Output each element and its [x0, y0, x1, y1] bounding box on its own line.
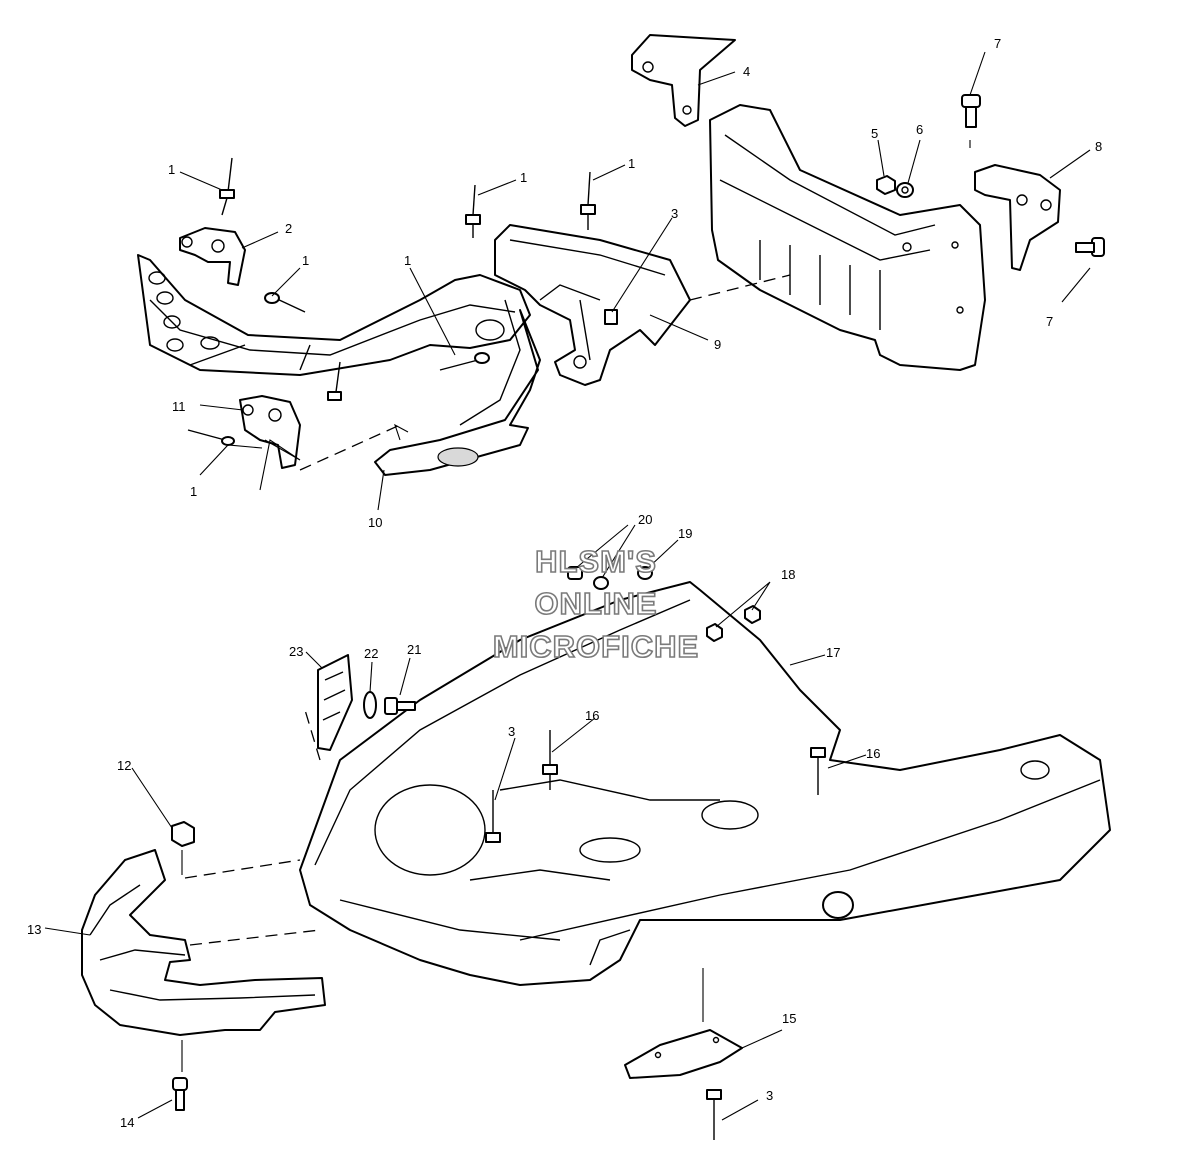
assembly-line-lower-1	[184, 859, 301, 879]
bracket-8	[974, 164, 1061, 271]
skid-plate-15	[624, 1029, 743, 1079]
callout-9: 9	[714, 337, 721, 352]
callout-23: 23	[289, 644, 303, 659]
callout-21: 21	[407, 642, 421, 657]
callout-5: 5	[871, 126, 878, 141]
callout-20: 20	[638, 512, 652, 527]
callout-3: 3	[508, 724, 515, 739]
callout-1: 1	[404, 253, 411, 268]
callout-16: 16	[866, 746, 880, 761]
callout-12: 12	[117, 758, 131, 773]
callout-13: 13	[27, 922, 41, 937]
watermark-line-1: HLSM'S	[535, 544, 657, 579]
leader-lines	[44, 51, 1091, 1121]
spindle-arm-10	[374, 299, 541, 476]
fasteners-lower	[485, 566, 826, 1140]
washer-22	[363, 691, 377, 719]
belly-pan-17	[299, 581, 1111, 986]
callout-10: 10	[368, 515, 382, 530]
callout-1: 1	[520, 170, 527, 185]
callout-1: 1	[190, 484, 197, 499]
callout-16: 16	[585, 708, 599, 723]
callout-18: 18	[781, 567, 795, 582]
callout-19: 19	[678, 526, 692, 541]
bolt-14	[172, 1077, 188, 1111]
screw-21	[384, 697, 416, 715]
callout-6: 6	[916, 122, 923, 137]
callout-2: 2	[285, 221, 292, 236]
callout-3: 3	[671, 206, 678, 221]
callout-labels: 1 1 1 1 1 1 2 3 3 3 4 5 6 7 7 8 9 10 11 …	[27, 36, 1102, 1130]
bulkhead-assembly	[709, 104, 986, 371]
zigzag-marker-2	[394, 423, 409, 441]
zigzag-marker	[259, 439, 301, 491]
callout-4: 4	[743, 64, 750, 79]
callout-17: 17	[826, 645, 840, 660]
watermark-line-2: ONLINE	[534, 586, 657, 621]
assembly-line-lower-2	[189, 929, 321, 946]
callout-22: 22	[364, 646, 378, 661]
watermark-line-3: MICROFICHE	[493, 629, 699, 664]
watermark: HLSM'S ONLINE MICROFICHE	[492, 543, 699, 665]
fasteners-upper	[187, 94, 1105, 446]
callout-7: 7	[994, 36, 1001, 51]
bracket-11	[239, 395, 301, 469]
bracket-4	[631, 34, 736, 127]
callout-7: 7	[1046, 314, 1053, 329]
bracket-2	[179, 227, 246, 286]
assembly-line-lower-3	[304, 709, 321, 761]
front-frame-rail	[137, 254, 531, 376]
callout-11: 11	[172, 399, 186, 414]
front-bumper-13	[81, 849, 326, 1036]
callout-1: 1	[302, 253, 309, 268]
callout-15: 15	[782, 1011, 796, 1026]
callout-14: 14	[120, 1115, 134, 1130]
callout-3: 3	[766, 1088, 773, 1103]
callout-8: 8	[1095, 139, 1102, 154]
callout-1: 1	[168, 162, 175, 177]
assembly-line-upper-1	[689, 274, 791, 301]
nut-12	[171, 821, 195, 847]
callout-1: 1	[628, 156, 635, 171]
reflector-23	[317, 654, 353, 751]
bulkhead-bracket-9	[494, 224, 691, 386]
